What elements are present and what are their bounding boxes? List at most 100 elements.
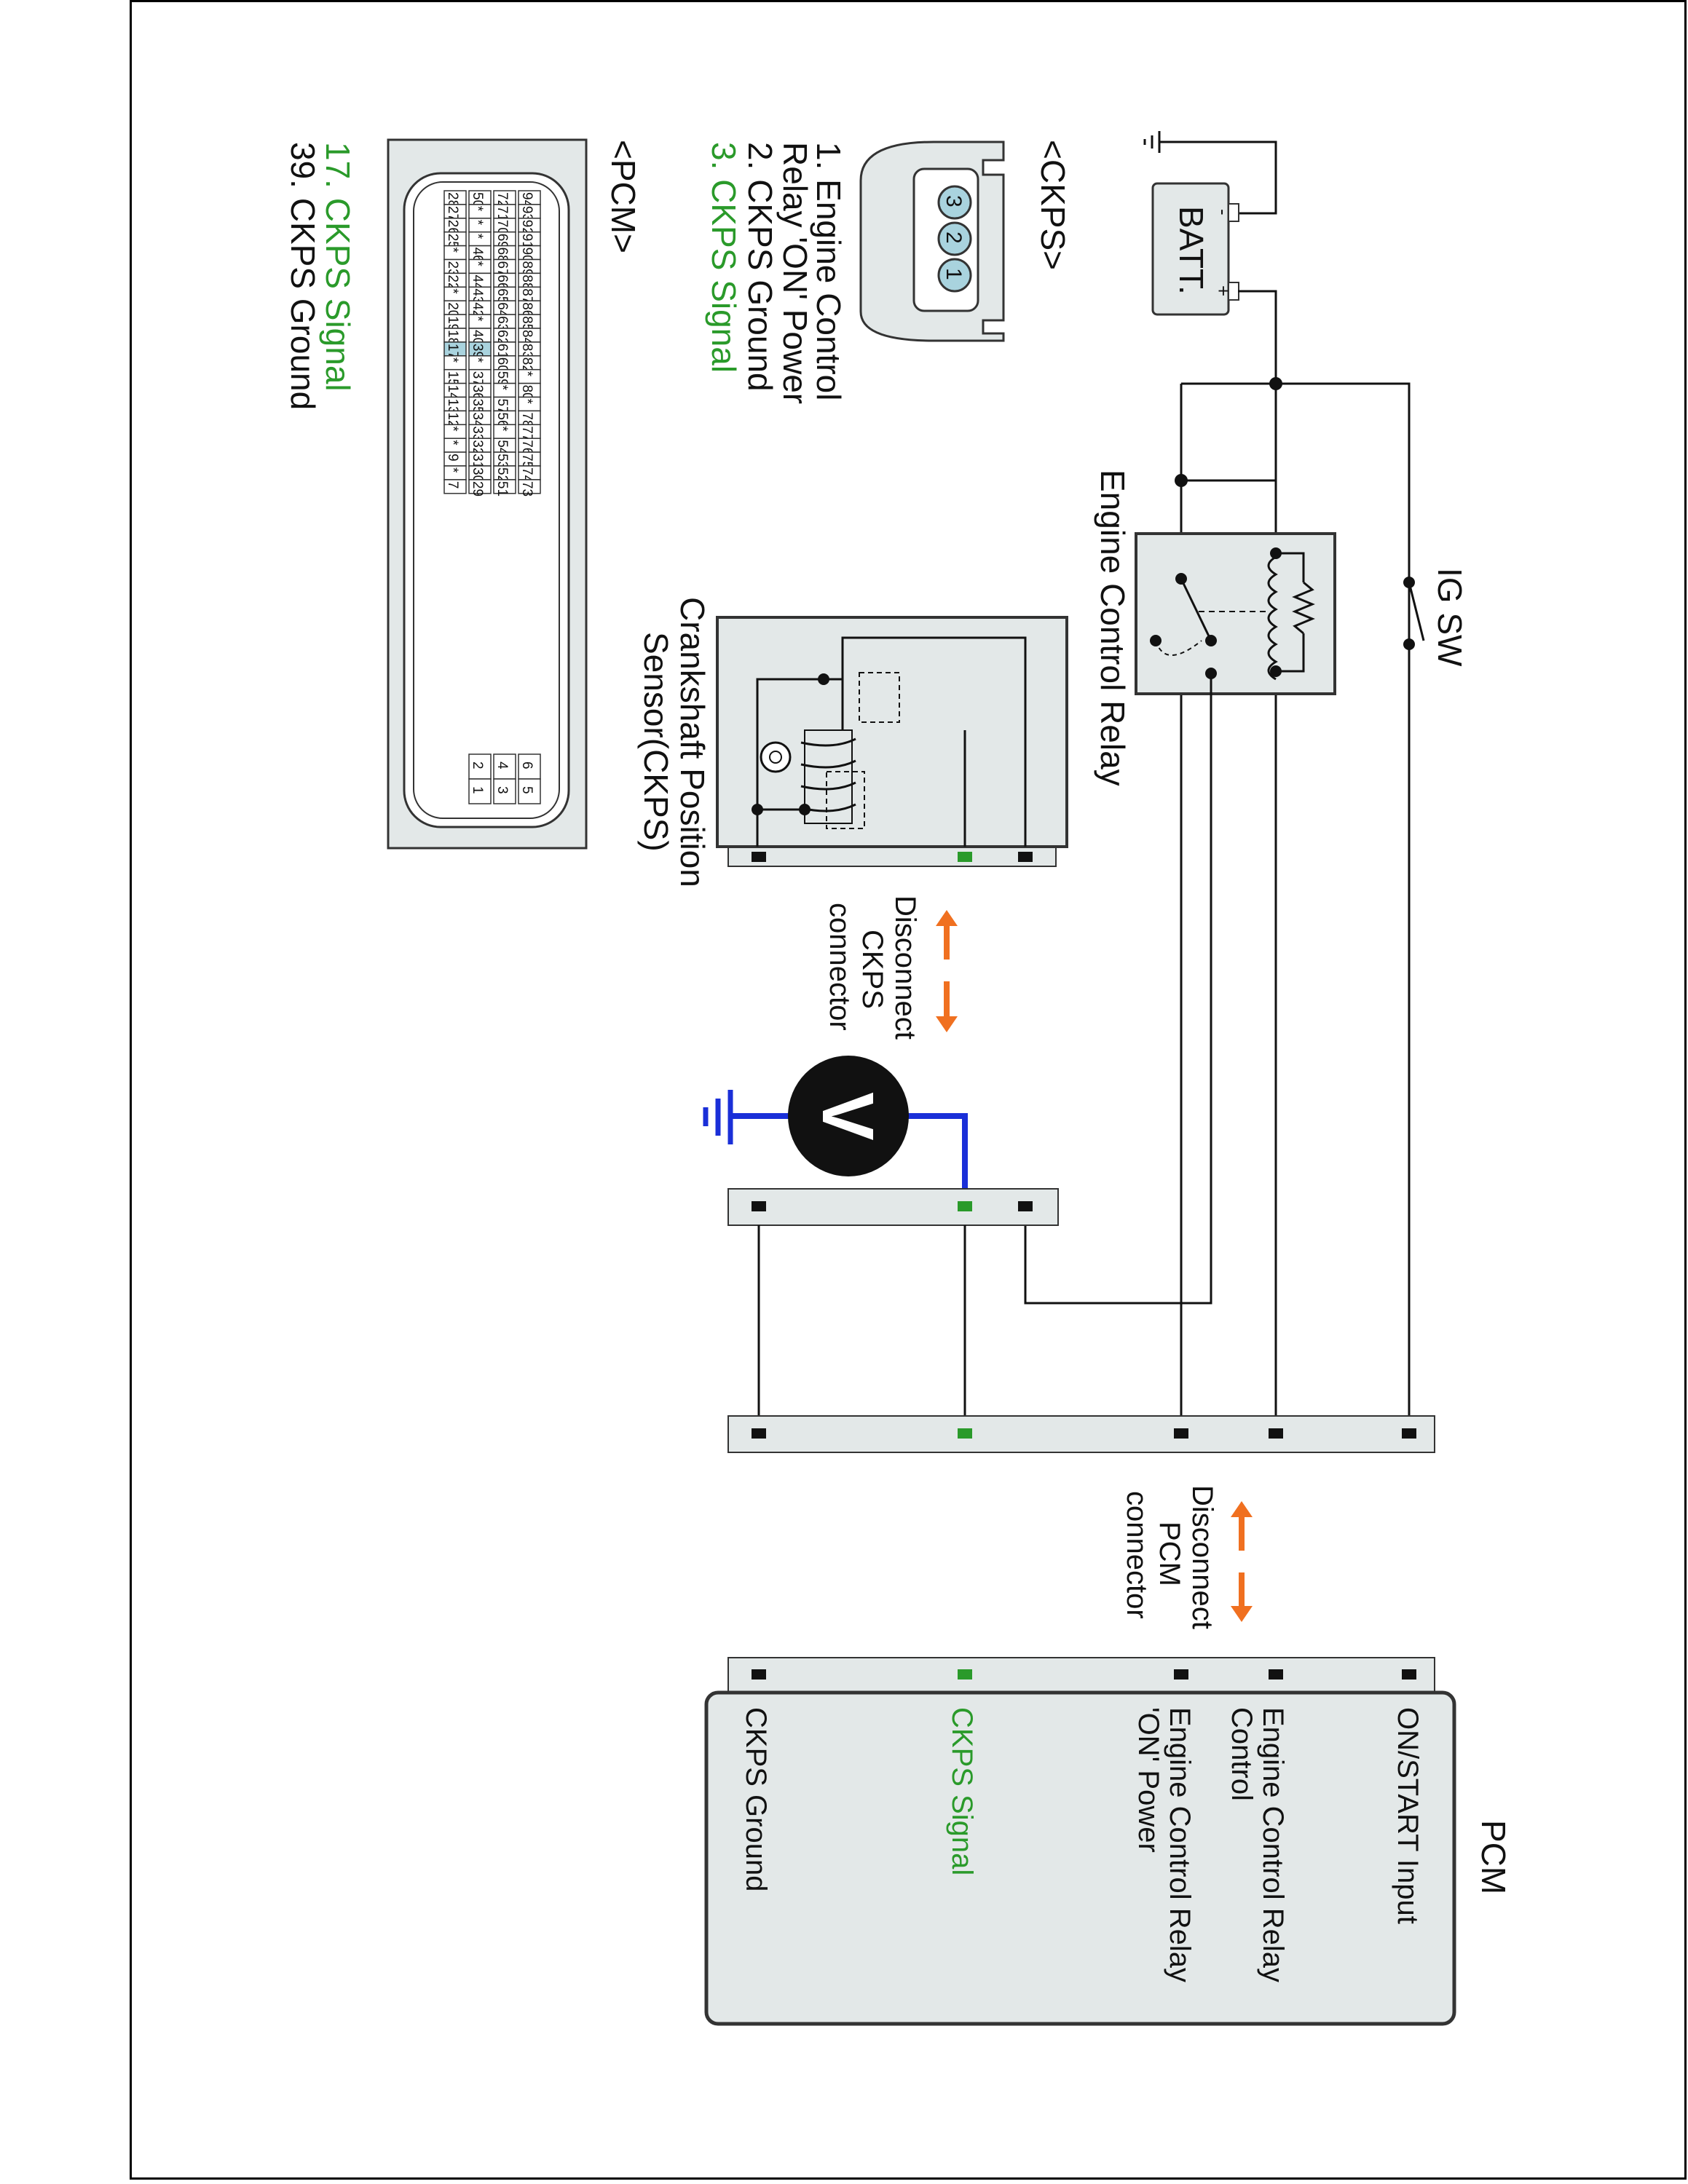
relay-label: Engine Control Relay — [1094, 470, 1132, 786]
pcm-pin-number: 61 — [494, 344, 510, 359]
pcm-pin-number: 89 — [519, 261, 535, 277]
pcm-pin-number: 76 — [519, 440, 535, 455]
ckps-pin-line-3: 2. CKPS Ground — [741, 142, 779, 392]
pcm-pin-number: 19 — [445, 316, 460, 331]
svg-text:+: + — [1212, 285, 1234, 296]
pcm-pin-number: 87 — [519, 288, 535, 304]
pcm-pin-number: 62 — [494, 330, 510, 345]
pcm-pin-cell — [443, 479, 467, 494]
pcm-pin-number: 53 — [494, 454, 510, 469]
pcm-pin-number: * — [470, 261, 485, 267]
pcm-pin-number: 7 — [445, 481, 460, 489]
pcm-pin-cell — [468, 753, 492, 780]
pcm-pin-number: 4 — [494, 761, 510, 769]
pcm-pin-number: 57 — [494, 399, 510, 414]
pcm-pin-cell — [493, 479, 516, 494]
pcm-pin-number: 36 — [470, 385, 485, 400]
ig-sw-label: IG SW — [1431, 568, 1469, 667]
pcm-pin-number: 66 — [494, 274, 510, 290]
disconnect-pcm-label-1: Disconnect — [1186, 1485, 1218, 1629]
pcm-pin-number: 42 — [470, 302, 485, 317]
pcm-pin-number: 25 — [445, 234, 460, 249]
ckps-harness-connector — [727, 1188, 1059, 1427]
pcm-pin-number: 83 — [519, 344, 535, 359]
pcm-pin-number: 68 — [494, 248, 510, 263]
pcm-pin-number: 65 — [494, 288, 510, 304]
pcm-pin-number: 78 — [519, 412, 535, 427]
pcm-pin-number: 5 — [519, 786, 535, 794]
pcm-pin-cell — [518, 778, 541, 804]
pcm-pin-grid: 94939291908988878685848382*80*7877767574… — [443, 190, 541, 496]
pcm-pin-number: 82 — [519, 357, 535, 373]
ckps-connector-icon: 3 2 1 — [859, 141, 1005, 342]
pcm-pin-number: 15 — [445, 371, 460, 387]
pcm-pin-number: 72 — [494, 192, 510, 207]
pcm-pin-line-1: 17. CKPS Signal — [319, 142, 357, 392]
pcm-terminal-ckps-ground: CKPS Ground — [740, 1707, 772, 1891]
pcm-pin-number: 27 — [445, 206, 460, 221]
svg-text:1: 1 — [942, 268, 966, 280]
pcm-pin-number: 26 — [445, 220, 460, 235]
pcm-pin-number: * — [519, 371, 535, 377]
pcm-pin-number: * — [519, 399, 535, 405]
ckps-sensor-label-2: Sensor(CKPS) — [637, 632, 675, 852]
svg-text:3: 3 — [942, 195, 966, 207]
svg-text:2: 2 — [942, 232, 966, 244]
pcm-pin-number: 88 — [519, 274, 535, 290]
pcm-pin-number: 75 — [519, 454, 535, 469]
pcm-pin-number: 30 — [470, 467, 485, 483]
pcm-pin-number: 35 — [470, 399, 485, 414]
ckps-pin-line-1: 1. Engine Control — [810, 142, 848, 400]
pcm-pin-cell — [493, 753, 516, 780]
pcm-pin-number: 43 — [470, 288, 485, 304]
pcm-title: PCM — [1475, 1820, 1513, 1894]
pcm-pin-number: 18 — [445, 330, 460, 345]
pcm-pin-number: 31 — [470, 454, 485, 469]
pcm-pin-number: 80 — [519, 385, 535, 400]
pcm-header: <PCM> — [604, 140, 642, 253]
pcm-pin-number: * — [470, 316, 485, 322]
pcm-pin-number: * — [445, 248, 460, 253]
battery: - + BATT. — [1143, 131, 1277, 384]
pcm-pin-number: 23 — [445, 261, 460, 277]
pcm-pin-number: 92 — [519, 220, 535, 235]
pcm-pin-number: * — [470, 220, 485, 226]
disconnect-ckps-label-2: CKPS — [856, 930, 888, 1009]
pcm-pin-number: 46 — [470, 248, 485, 263]
ckps-sensor-label-1: Crankshaft Position — [674, 597, 711, 887]
svg-text:-: - — [1212, 209, 1234, 215]
pcm-terminal-relay-control-2: Control — [1226, 1707, 1258, 1801]
pcm-pin-number: 40 — [470, 330, 485, 345]
disconnect-ckps-arrow: Disconnect CKPS connector — [824, 895, 958, 1040]
pcm-pin-number: 90 — [519, 248, 535, 263]
pcm-pin-number: 39 — [470, 344, 485, 359]
pcm-pin-number: 52 — [494, 467, 510, 483]
ckps-pin-line-2: Relay 'ON' Power — [776, 142, 814, 404]
pcm-pin-number: * — [470, 234, 485, 240]
ckps-sensor: Crankshaft Position Sensor(CKPS) — [637, 597, 1068, 887]
pcm-pin-number: 37 — [470, 371, 485, 387]
pcm-pin-number: 70 — [494, 220, 510, 235]
pcm-pin-number: 6 — [519, 761, 535, 769]
pcm-pin-number: 67 — [494, 261, 510, 277]
disconnect-pcm-label-3: connector — [1121, 1491, 1153, 1619]
pcm-pin-number: 33 — [470, 426, 485, 441]
ckps-pin-line-4: 3. CKPS Signal — [705, 142, 743, 373]
pcm-pin-number: 59 — [494, 371, 510, 387]
pcm-pin-number: 28 — [445, 192, 460, 207]
pcm-pin-number: * — [470, 357, 485, 363]
pcm-pin-number: * — [445, 426, 460, 432]
pcm-pin-number: * — [445, 357, 460, 363]
pcm-pin-number: 12 — [445, 412, 460, 427]
pcm-pin-number: 20 — [445, 302, 460, 317]
engine-control-relay: Engine Control Relay — [1024, 470, 1336, 1305]
pcm-pin-number: * — [470, 206, 485, 212]
ig-switch: IG SW — [1403, 568, 1469, 667]
disconnect-ckps-label-3: connector — [824, 903, 856, 1031]
pcm-pin-number: 50 — [470, 192, 485, 207]
pcm-pin-number: * — [445, 467, 460, 473]
pcm-pin-number: 93 — [519, 206, 535, 221]
pcm-pin-number: 3 — [494, 786, 510, 794]
